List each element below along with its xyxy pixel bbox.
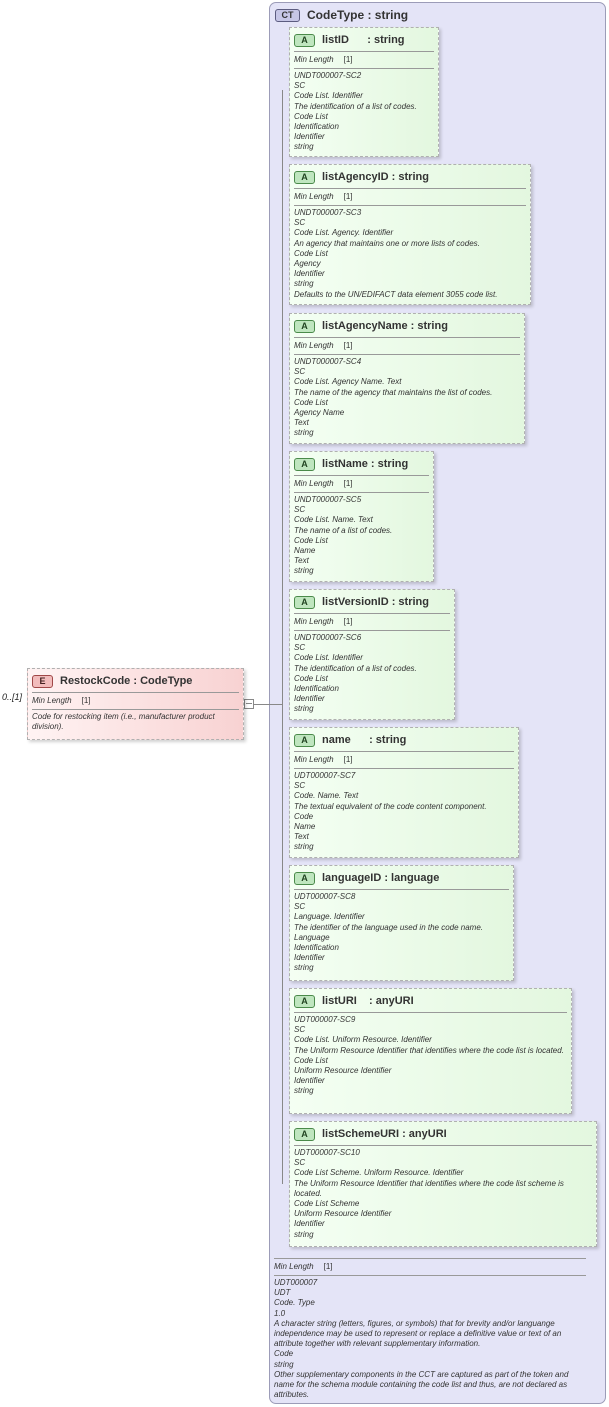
tree-connector-vertical	[282, 90, 283, 1184]
attribute-icon: A	[294, 994, 315, 1008]
facet-min-length: Min Length[1]	[294, 55, 353, 64]
complex-type-footer: Min Length[1] UDT000007 UDT Code. Type 1…	[274, 1258, 586, 1400]
attribute-name: listURI : anyURI	[322, 995, 414, 1007]
element-name: RestockCode : CodeType	[60, 675, 193, 687]
facet-min-length: Min Length[1]	[294, 479, 353, 488]
attribute-name: listName : string	[322, 458, 409, 470]
element-doc: Code for restocking item (i.e., manufact…	[32, 712, 215, 732]
attribute-icon: A	[294, 733, 315, 747]
attribute-icon: A	[294, 595, 315, 609]
facet-min-length: Min Length[1]	[294, 341, 353, 350]
attribute-name: listSchemeURI : anyURI	[322, 1128, 447, 1140]
attribute-icon: A	[294, 1127, 315, 1141]
attribute-name: listVersionID : string	[322, 596, 429, 608]
attribute-icon: A	[294, 33, 315, 47]
complex-type-doc: UDT000007 UDT Code. Type 1.0 A character…	[274, 1278, 569, 1400]
occurrence-label: 0..[1]	[2, 692, 23, 702]
facet-min-length: Min Length[1]	[32, 696, 91, 705]
facet-min-length: Min Length[1]	[294, 192, 353, 201]
facet-min-length: Min Length[1]	[294, 755, 353, 764]
attribute-name-label: name : string	[322, 734, 407, 746]
attribute-name: listAgencyName : string	[322, 320, 448, 332]
attribute-icon: A	[294, 170, 315, 184]
tree-connector-horizontal	[254, 704, 282, 705]
facet-min-length: Min Length[1]	[294, 617, 353, 626]
element-restock-code[interactable]: E RestockCode : CodeType Min Length[1] Co…	[27, 668, 244, 740]
attribute-icon: A	[294, 871, 315, 885]
attribute-name: listAgencyID : string	[322, 171, 429, 183]
sequence-icon	[244, 699, 254, 709]
complex-type-icon: CT	[275, 8, 300, 22]
attribute-icon: A	[294, 319, 315, 333]
element-icon: E	[32, 674, 53, 688]
facet-min-length: Min Length[1]	[274, 1262, 333, 1271]
attribute-icon: A	[294, 457, 315, 471]
complex-type-header: CT CodeType : string	[275, 7, 408, 23]
attribute-name: languageID : language	[322, 872, 440, 884]
complex-type-title: CodeType : string	[307, 8, 409, 22]
attribute-name: listID : string	[322, 34, 405, 46]
